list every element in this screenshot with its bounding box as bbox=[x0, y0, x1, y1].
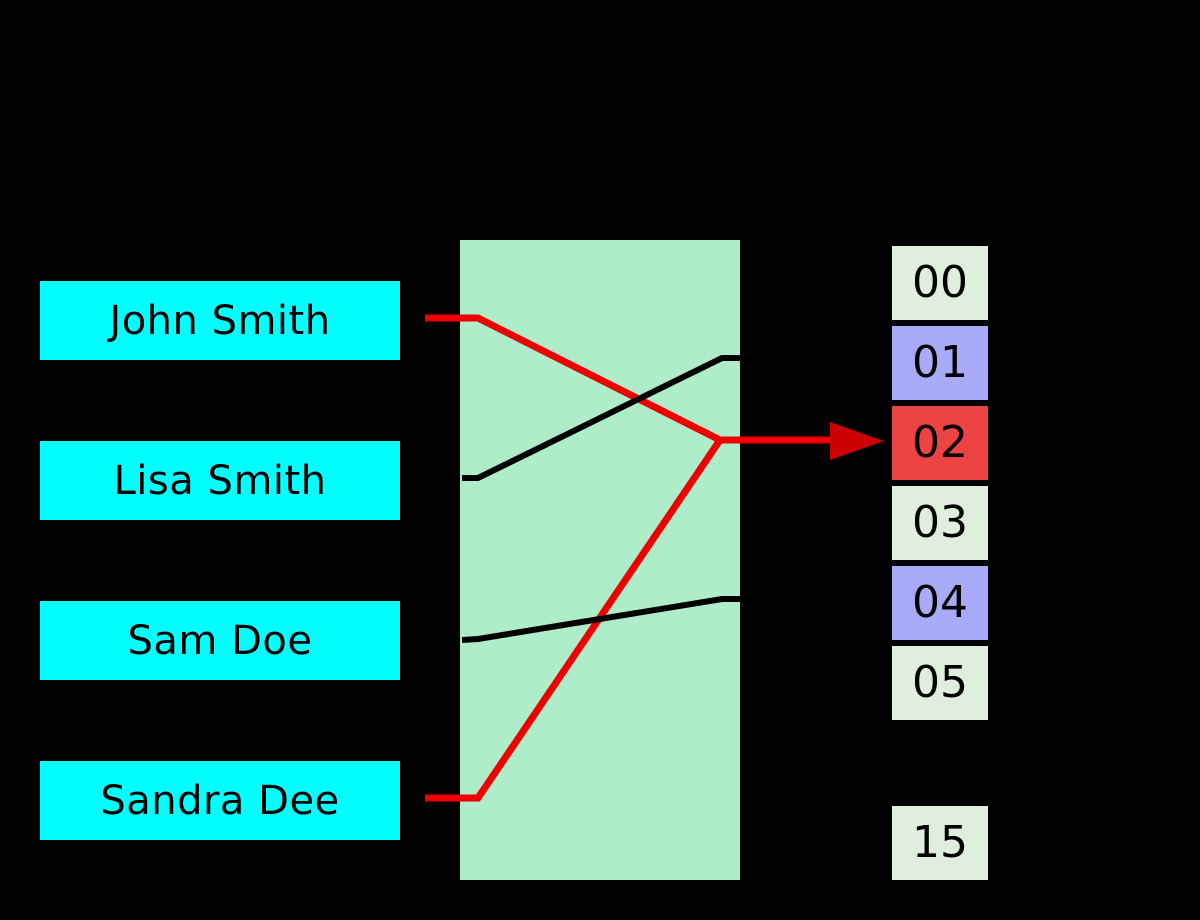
key-label: Sam Doe bbox=[127, 617, 313, 664]
hash-function-block bbox=[460, 240, 740, 880]
bucket-cell-02[interactable]: 02 bbox=[892, 406, 988, 480]
key-label: John Smith bbox=[109, 297, 331, 344]
key-box-lisa-smith[interactable]: Lisa Smith bbox=[40, 441, 400, 520]
bucket-label: 03 bbox=[912, 497, 968, 548]
bucket-cell-00[interactable]: 00 bbox=[892, 246, 988, 320]
bucket-cell-01[interactable]: 01 bbox=[892, 326, 988, 400]
bucket-cell-05[interactable]: 05 bbox=[892, 646, 988, 720]
bucket-cell-04[interactable]: 04 bbox=[892, 566, 988, 640]
bucket-label: 02 bbox=[912, 417, 968, 468]
key-box-john-smith[interactable]: John Smith bbox=[40, 281, 400, 360]
arrowhead-icon bbox=[830, 422, 884, 460]
key-box-sandra-dee[interactable]: Sandra Dee bbox=[40, 761, 400, 840]
bucket-label: 00 bbox=[912, 257, 968, 308]
bucket-label: 15 bbox=[912, 817, 968, 868]
bucket-cell-15[interactable]: 15 bbox=[892, 806, 988, 880]
key-label: Sandra Dee bbox=[100, 777, 340, 824]
key-label: Lisa Smith bbox=[113, 457, 327, 504]
bucket-label: 01 bbox=[912, 337, 968, 388]
bucket-cell-03[interactable]: 03 bbox=[892, 486, 988, 560]
key-box-sam-doe[interactable]: Sam Doe bbox=[40, 601, 400, 680]
bucket-label: 04 bbox=[912, 577, 968, 628]
bucket-label: 05 bbox=[912, 657, 968, 708]
